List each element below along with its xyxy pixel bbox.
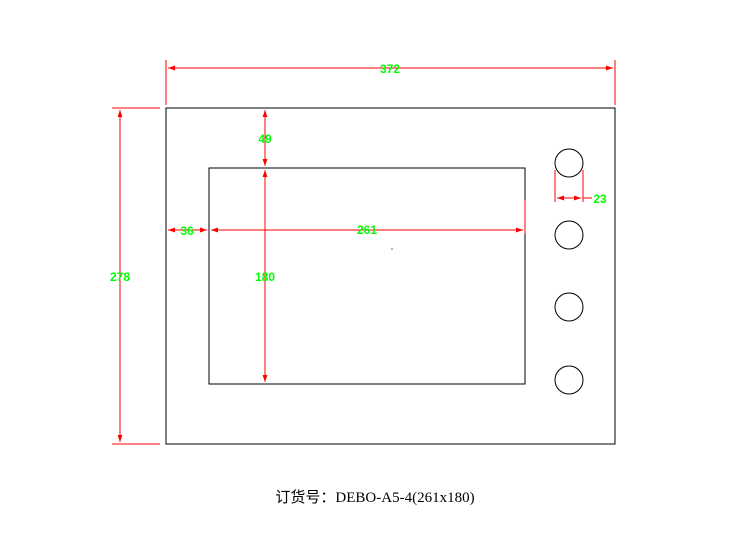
dim-panel-height-label: 278 (110, 270, 130, 284)
order-number-caption: 订货号：DEBO-A5-4(261x180) (275, 490, 475, 506)
button-circle-1 (554, 148, 584, 178)
dim-panel-width: 372 (165, 60, 616, 105)
center-mark (391, 248, 393, 250)
dim-button-diameter: 23 (554, 170, 607, 206)
dim-top-offset-label: 49 (258, 132, 272, 146)
button-circle-2 (554, 220, 584, 250)
dim-screen-width-label: 261 (357, 223, 377, 237)
button-circle-4 (554, 365, 584, 395)
screen-outline (208, 167, 526, 385)
dim-panel-height: 278 (110, 107, 160, 445)
dim-screen-width: 261 (211, 200, 526, 237)
dim-screen-height: 180 (255, 170, 275, 382)
dim-screen-height-label: 180 (255, 270, 275, 284)
panel-outline (165, 107, 616, 445)
dim-top-offset: 49 (258, 110, 272, 166)
button-group (554, 148, 584, 395)
dim-button-diameter-label: 23 (593, 192, 607, 206)
dim-panel-width-label: 372 (380, 62, 400, 76)
dim-left-offset: 36 (168, 224, 207, 238)
button-circle-3 (554, 292, 584, 322)
dim-left-offset-label: 36 (180, 224, 194, 238)
